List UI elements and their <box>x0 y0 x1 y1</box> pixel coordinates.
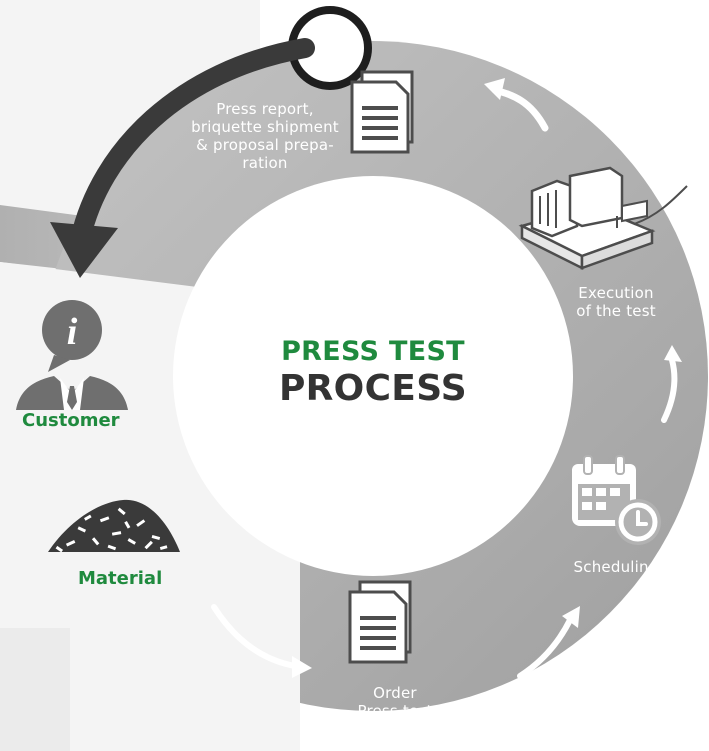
document-icon <box>348 580 412 664</box>
arrow-order-to-schedule <box>517 606 580 679</box>
document-icon <box>350 70 414 154</box>
return-arrow-shaft <box>70 38 315 250</box>
svg-text:i: i <box>67 311 78 353</box>
step-label-scheduling: Scheduling <box>573 558 659 576</box>
return-arrow-head <box>50 222 118 278</box>
arrow-material-to-order <box>211 604 312 678</box>
customer-label: Customer <box>22 410 120 431</box>
inner-circle <box>173 176 573 576</box>
corner-panel-top <box>0 628 70 751</box>
arrow-schedule-to-exec <box>661 345 682 423</box>
calendar-clock-icon <box>572 455 661 545</box>
center-title-line2: PROCESS <box>278 368 468 409</box>
step-label-execution: Execution of the test <box>576 284 656 320</box>
arrow-exec-to-report <box>484 78 549 132</box>
step-label-press-report: Press report, briquette shipment & propo… <box>191 100 339 172</box>
material-pile-icon <box>48 499 180 553</box>
customer-info-icon: i <box>16 300 128 410</box>
step-label-order: Order Press test <box>357 684 433 720</box>
center-title-line1: PRESS TEST <box>281 336 465 367</box>
material-label: Material <box>78 568 163 589</box>
press-machine-icon <box>518 166 688 271</box>
